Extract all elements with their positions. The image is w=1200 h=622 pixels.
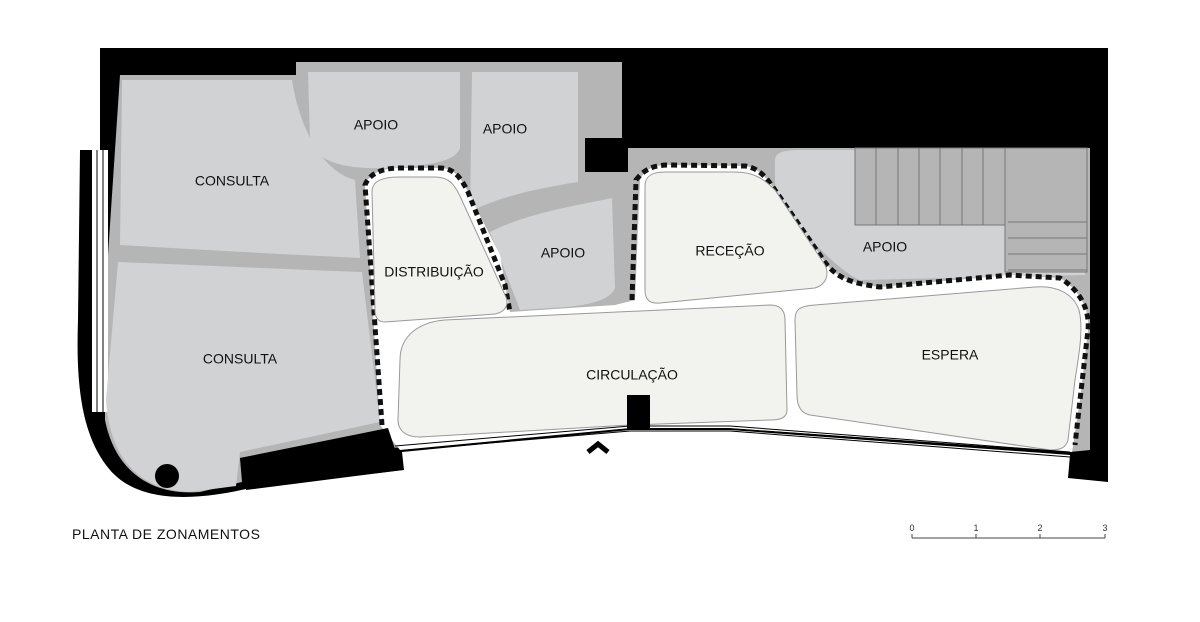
label-consulta-1: CONSULTA [195, 173, 270, 189]
scale-bar [911, 534, 1106, 539]
zone-rececao [644, 171, 828, 304]
label-apoio-3: APOIO [541, 245, 585, 261]
label-apoio-2: APOIO [483, 121, 527, 137]
entrance-column [627, 395, 650, 429]
label-rececao: RECEÇÃO [695, 243, 764, 259]
label-distribuicao: DISTRIBUIÇÃO [384, 264, 484, 280]
scale-tick-3: 3 [1102, 523, 1107, 533]
scale-tick-1: 1 [973, 523, 978, 533]
room-consulta-1 [120, 80, 360, 258]
room-apoio-3 [490, 198, 615, 310]
window [92, 150, 108, 412]
label-consulta-2: CONSULTA [203, 351, 278, 367]
room-apoio-1 [308, 72, 460, 169]
zone-distribuicao [371, 176, 508, 323]
scale-tick-2: 2 [1037, 523, 1042, 533]
room-consulta-2 [106, 262, 380, 492]
facade [394, 425, 1071, 458]
label-apoio-4: APOIO [863, 239, 907, 255]
label-circulacao: CIRCULAÇÃO [586, 367, 678, 383]
label-espera: ESPERA [922, 347, 979, 363]
zone-espera [794, 286, 1082, 451]
scale-tick-0: 0 [909, 523, 914, 533]
zone-circulacao [397, 304, 788, 438]
public-boundary-dashed [362, 162, 1091, 446]
column [155, 464, 179, 488]
entrance-arrow-icon [586, 440, 610, 454]
room-apoio-2 [470, 72, 578, 212]
stairs [854, 147, 1088, 273]
wall-segment [240, 428, 402, 490]
plan-title: PLANTA DE ZONAMENTOS [72, 526, 260, 542]
label-apoio-1: APOIO [354, 117, 398, 133]
